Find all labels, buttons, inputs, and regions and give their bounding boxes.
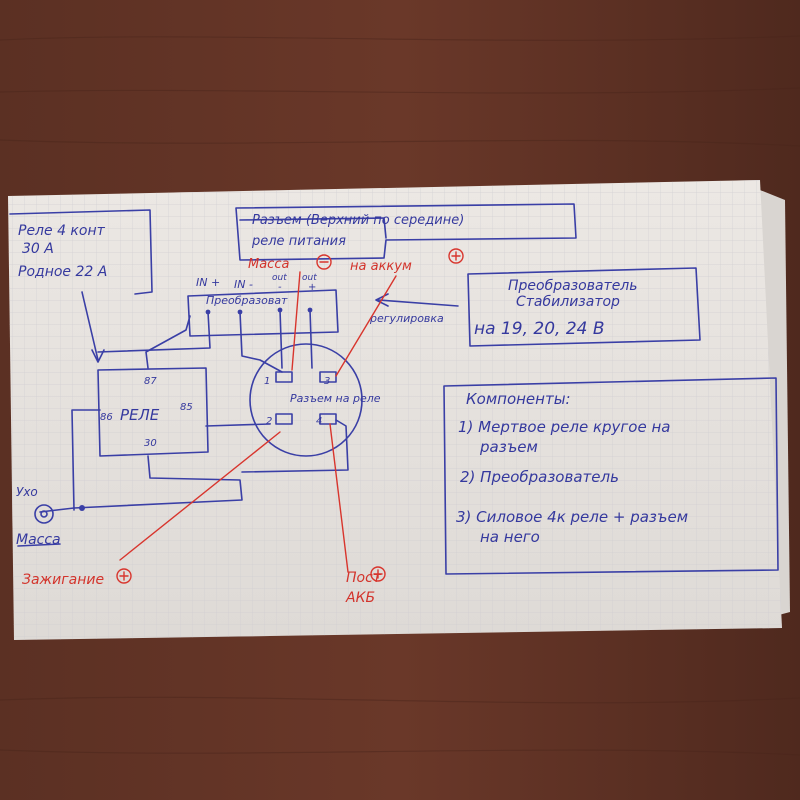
relay-spec-line-2: 30 А [22, 241, 54, 257]
const-label-1: Пост [346, 570, 382, 586]
red-wire [291, 271, 301, 371]
pin-86: 86 [100, 412, 113, 423]
converter-note-line-3: на 19, 20, 24 В [474, 319, 605, 339]
plus-circle [116, 568, 132, 584]
ignition-label: Зажигание [22, 572, 104, 588]
pin-85: 85 [180, 402, 193, 413]
component-line-2: разъем [479, 438, 538, 456]
plus-circle [448, 248, 464, 264]
arrow-head [91, 349, 105, 363]
minus-circle [316, 254, 332, 270]
relay-spec-line-1: Реле 4 конт [18, 223, 106, 239]
pin-out-2: out [302, 273, 317, 283]
components-box: Компоненты: 1) Мертвое реле кругое на ра… [443, 377, 779, 575]
wiring [39, 309, 349, 513]
pointer-arrow [81, 291, 99, 361]
red-wire [335, 275, 397, 377]
components-title: Компоненты: [466, 390, 571, 408]
relay-socket: 1 3 2 4 Разъем на реле [249, 343, 381, 457]
ground-ear: Ухо Масса [16, 485, 61, 548]
relay-block: РЕЛЕ 87 30 85 86 [97, 367, 209, 457]
converter-note-line-2: Стабилизатор [516, 294, 620, 310]
pin-plus: + [308, 282, 316, 293]
accum-label: на аккум [350, 259, 412, 274]
socket-pin-2: 2 [266, 416, 272, 427]
socket-label: Разъем на реле [290, 392, 381, 405]
red-wire [119, 431, 281, 561]
pin-in-plus: IN + [196, 276, 220, 289]
connector-note-box: Разъем (Верхний по середине) реле питани… [235, 203, 577, 261]
socket-pin-1: 1 [264, 376, 270, 387]
pin-minus: - [278, 282, 282, 293]
red-wire [329, 423, 349, 573]
relay-spec-box: Реле 4 конт 30 А Родное 22 А [9, 209, 153, 363]
wood-grain [0, 35, 800, 756]
socket-pin-3: 3 [324, 376, 330, 387]
pin-87: 87 [144, 376, 157, 387]
component-line-4: 3) Силовое 4к реле + разъем [456, 508, 688, 526]
converter-note-box: Преобразователь Стабилизатор на 19, 20, … [369, 267, 701, 347]
relay-spec-line-3: Родное 22 А [18, 264, 107, 280]
connector-note-line-1: Разъем (Верхний по середине) [252, 213, 464, 228]
component-line-5: на него [480, 528, 540, 546]
regulation-label: регулировка [369, 312, 444, 325]
converter-block: IN + IN - out out - + Преобразоват [187, 273, 339, 337]
ear-label: Ухо [16, 485, 38, 499]
socket-pin-4: 4 [316, 416, 322, 427]
converter-block-label: Преобразоват [206, 294, 288, 307]
pin-in-minus: IN - [234, 278, 253, 291]
pin-out-1: out [272, 273, 287, 283]
component-line-1: 1) Мертвое реле кругое на [458, 418, 670, 436]
pin-30: 30 [144, 438, 157, 449]
plus-circle [370, 566, 386, 582]
massa-label: Масса [248, 257, 289, 272]
relay-label: РЕЛЕ [120, 406, 160, 424]
const-label-2: АКБ [345, 590, 375, 606]
connector-note-line-2: реле питания [251, 234, 346, 249]
regulation-arrow [377, 299, 459, 307]
converter-note-line-1: Преобразователь [508, 278, 638, 294]
component-line-3: 2) Преобразователь [460, 468, 619, 486]
